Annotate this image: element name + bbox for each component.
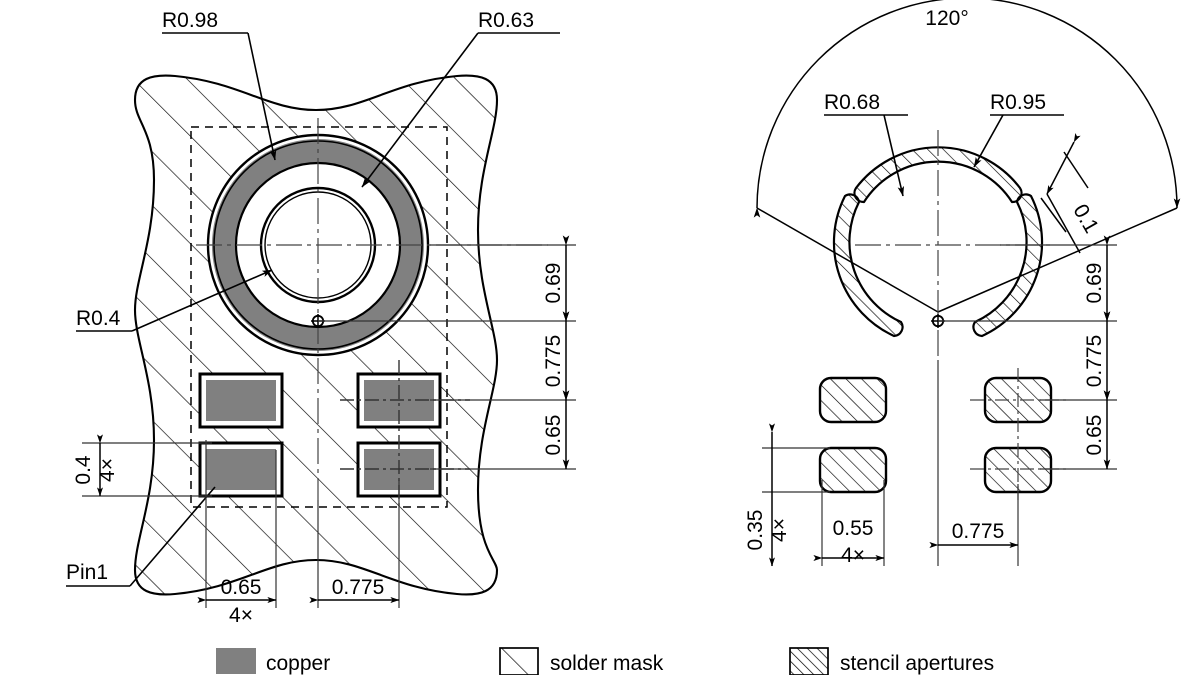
left-pad-height-dimension: 0.4 4× [72,434,212,497]
callout-r04: R0.4 [76,269,273,332]
dim-label-left-v1: 0.69 [542,263,565,304]
legend: copper solder mask stencil apertures [216,647,994,675]
dim-label-left-h1: 0.65 [221,576,262,599]
dim-label-right-v1: 0.69 [1083,263,1106,304]
pad-1 [198,372,284,429]
angle-120-dimension: 120° [753,0,1181,313]
dim-label-right-h2: 0.775 [952,520,1005,543]
stencil-pad-apertures [818,376,1053,494]
left-vertical-dimensions: 0.69 0.775 0.65 [318,235,576,470]
dim-label-right-pad-h-mult: 4× [768,518,791,542]
right-view: 120° R0.68 [744,0,1181,567]
angle-label-120: 120° [925,7,968,30]
right-pad-height-dimension: 0.35 4× [744,423,830,567]
stencil-pad-2 [818,446,888,494]
dim-label-right-v2: 0.775 [1083,335,1106,388]
callout-pin1: Pin1 [66,486,216,587]
callout-r098: R0.98 [162,9,277,161]
right-vertical-dimensions: 0.69 0.775 0.65 [938,235,1117,470]
left-view: R0.98 R0.63 R0.4 Pin1 [66,9,576,627]
legend-item-copper: copper [216,648,330,675]
dim-label-left-pad-h-mult: 4× [96,458,119,482]
callout-label-r095: R0.95 [990,91,1046,114]
legend-label-stencil-apertures: stencil apertures [840,652,994,675]
legend-swatch-stencil-apertures [789,647,829,675]
callout-label-r098: R0.98 [162,9,218,32]
legend-item-solder-mask: solder mask [499,647,664,675]
dim-label-right-h1-mult: 4× [841,544,865,567]
legend-swatch-copper [216,648,256,674]
callout-r063: R0.63 [361,9,560,188]
callout-r068: R0.68 [824,91,908,197]
dim-label-left-v3: 0.65 [542,415,565,456]
stencil-pad-1 [818,376,888,424]
dim-label-left-pad-h: 0.4 [72,455,95,485]
right-horizontal-dimensions: 0.55 4× 0.775 [813,360,1019,567]
dim-label-right-h1: 0.55 [833,517,874,540]
dim-label-right-v3: 0.65 [1083,415,1106,456]
callout-label-r068: R0.68 [824,91,880,114]
dim-label-left-h2: 0.775 [332,576,385,599]
callout-label-r04: R0.4 [76,307,121,330]
legend-item-stencil-apertures: stencil apertures [789,647,994,675]
legend-swatch-solder-mask [499,647,539,675]
dim-label-left-v2: 0.775 [542,335,565,388]
left-horizontal-dimensions: 0.65 4× 0.775 [197,440,400,627]
legend-label-copper: copper [266,652,330,675]
component-outline [190,126,448,508]
dim-label-left-h1-mult: 4× [229,604,253,627]
dim-label-right-pad-h: 0.35 [744,510,767,551]
pad-2 [198,441,284,498]
callout-label-pin1: Pin1 [66,561,108,584]
callout-label-r063: R0.63 [478,9,534,32]
legend-label-solder-mask: solder mask [550,652,664,675]
callout-label-gap: 0.1 [1068,200,1103,237]
callout-gap-01: 0.1 [1040,132,1103,254]
callout-r095: R0.95 [973,91,1064,168]
